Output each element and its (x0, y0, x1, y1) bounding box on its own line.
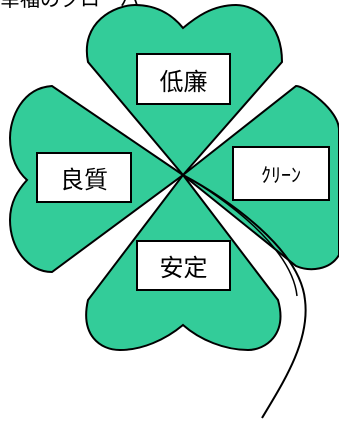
label-left-quality: 良質 (36, 152, 132, 203)
diagram-title: 幸福のクローバー (0, 0, 160, 10)
clover-stem-highlight (182, 174, 298, 297)
clover-stem (182, 174, 307, 419)
label-top-low-cost: 低廉 (136, 53, 231, 105)
label-bottom-stable: 安定 (136, 240, 231, 291)
label-right-clean: ｸﾘｰﾝ (232, 146, 330, 201)
